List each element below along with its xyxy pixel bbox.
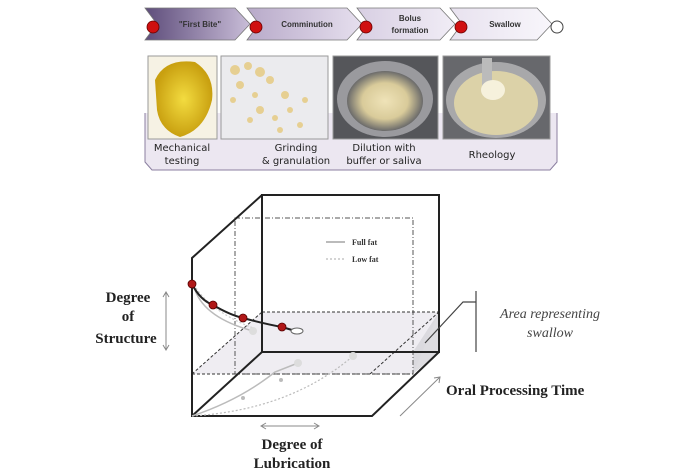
swallow-area-label: swallow [527,326,574,341]
photo-caption: Grinding [275,143,318,154]
photo-rheology [442,55,551,140]
stage-label: Comminution [281,20,333,29]
z-axis-label: Oral Processing Time [446,383,585,399]
stage-marker [249,20,263,34]
process-flow: "First Bite" Comminution Bolus formation… [144,7,564,41]
photo-caption: Rheology [469,150,516,161]
x-axis-label: Degree of [262,437,324,453]
photo-caption: testing [165,156,200,167]
time-arrow-icon [399,376,441,417]
stage-marker [359,20,373,34]
stage-label: Bolus [399,14,422,23]
trajectory-point [238,313,248,323]
trajectory-point [187,279,197,289]
trajectory-curve [191,283,293,331]
photo-caption: & granulation [262,156,330,167]
stage-label: formation [392,26,429,35]
y-axis-label: Structure [95,331,157,347]
legend-low-fat: Low fat [352,255,379,264]
structure-lubrication-cube: Full fat Low fat [187,194,440,417]
swallow-callout [424,291,477,352]
y-axis-label: Degree [106,290,151,306]
x-axis-label: Lubrication [254,456,331,468]
y-axis-label: of [122,309,136,325]
trajectory-point [208,300,218,310]
stage-marker [454,20,468,34]
swallow-area-label: Area representing [499,307,600,322]
stage-label: "First Bite" [179,20,221,29]
photo-mechanical-testing [147,55,218,140]
trajectory-point [277,322,287,332]
photo-caption: buffer or saliva [346,156,421,167]
photo-caption: Mechanical [154,143,210,154]
stage-chevron [356,7,456,41]
photo-grinding [220,55,329,140]
full-fat-floor-curve [191,362,299,417]
photo-caption: Dilution with [352,143,415,154]
end-marker [550,20,564,34]
stage-label: Swallow [489,20,521,29]
stage-marker [146,20,160,34]
legend-full-fat: Full fat [352,238,377,247]
photo-dilution [332,55,439,140]
swallow-area [192,312,439,374]
